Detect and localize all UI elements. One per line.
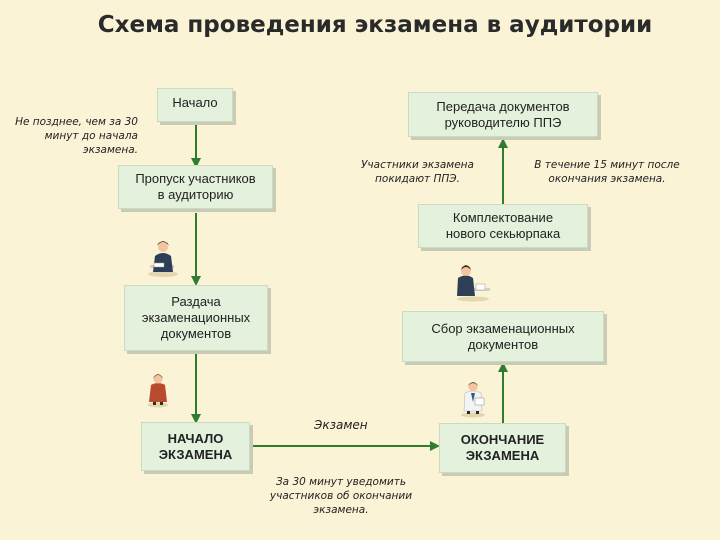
node-start: Начало bbox=[157, 88, 233, 122]
node-kit: Комплектование нового секьюрпака bbox=[418, 204, 588, 248]
note-notify: За 30 минут уведомить участников об окон… bbox=[269, 476, 413, 516]
page-title: Схема проведения экзамена в аудитории bbox=[97, 12, 653, 38]
note-within15: В течение 15 минут после окончания экзам… bbox=[534, 159, 680, 185]
node-exam-start: НАЧАЛО ЭКЗАМЕНА bbox=[141, 422, 250, 471]
man-seated-icon bbox=[457, 265, 490, 302]
note-leave: Участники экзамена покидают ППЭ. bbox=[361, 159, 474, 185]
node-transfer: Передача документов руководителю ППЭ bbox=[408, 92, 598, 137]
woman-standing-icon bbox=[148, 374, 168, 408]
node-admit: Пропуск участников в аудиторию bbox=[118, 165, 273, 209]
note-deadline: Не позднее, чем за 30 минут до начала эк… bbox=[15, 116, 138, 156]
node-distribute: Раздача экзаменационных документов bbox=[124, 285, 268, 351]
label-exam: Экзамен bbox=[314, 418, 368, 432]
woman-writing-icon bbox=[148, 241, 178, 277]
man-with-papers-icon bbox=[461, 382, 485, 418]
node-exam-end: ОКОНЧАНИЕ ЭКЗАМЕНА bbox=[439, 423, 566, 473]
node-collect: Сбор экзаменационных документов bbox=[402, 311, 604, 362]
